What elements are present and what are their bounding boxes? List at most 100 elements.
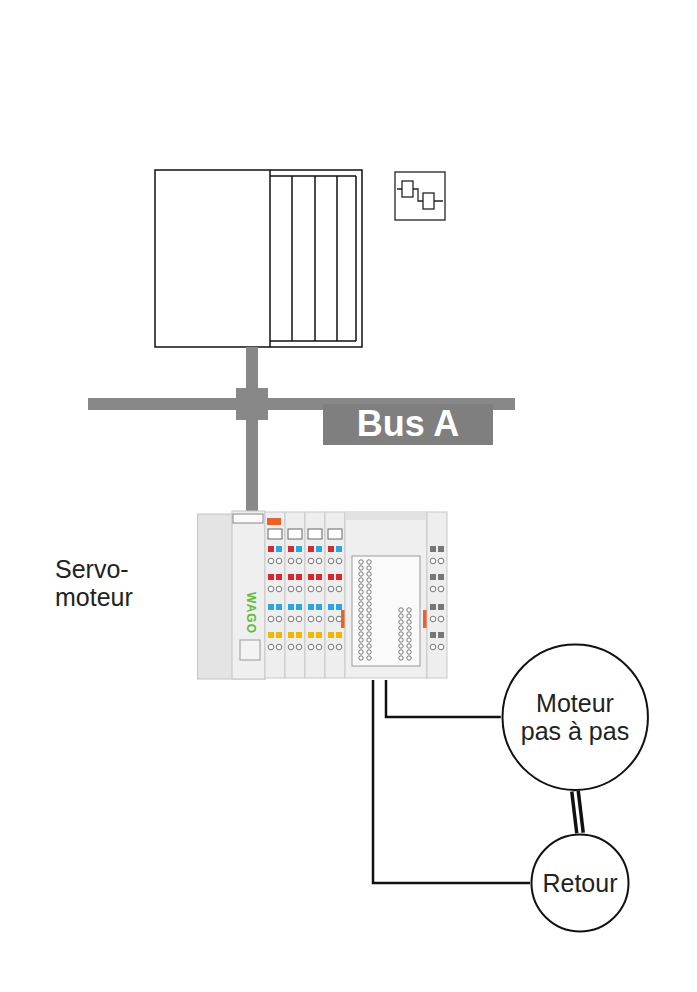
led-dot bbox=[359, 650, 363, 654]
io-slice bbox=[305, 512, 325, 678]
terminal-hole bbox=[438, 558, 444, 564]
icon-block bbox=[423, 193, 434, 209]
terminal-hole bbox=[288, 586, 294, 592]
terminal-hole bbox=[336, 586, 342, 592]
led-dot bbox=[359, 560, 363, 564]
motor-circle: Moteur pas à pas bbox=[501, 643, 649, 791]
led-dot bbox=[367, 650, 371, 654]
icon-block bbox=[402, 181, 413, 197]
stepper-module-panel bbox=[352, 556, 420, 666]
led-dot bbox=[367, 638, 371, 642]
terminal-hole bbox=[308, 586, 314, 592]
led-dot bbox=[407, 632, 411, 636]
led-dot bbox=[399, 614, 403, 618]
wire bbox=[386, 680, 501, 717]
plc-slot bbox=[314, 176, 316, 341]
terminal-lever bbox=[308, 574, 314, 580]
io-slice bbox=[325, 512, 345, 678]
led-dot bbox=[359, 644, 363, 648]
plc-rack bbox=[155, 170, 362, 347]
terminal-hole bbox=[268, 616, 274, 622]
plc-slot bbox=[269, 170, 271, 347]
slice-latch bbox=[423, 610, 427, 628]
brand-logo: WAGO bbox=[244, 592, 258, 634]
terminal-hole bbox=[268, 558, 274, 564]
terminal-hole bbox=[308, 644, 314, 650]
terminal-hole bbox=[336, 558, 342, 564]
side-label: Servo- moteur bbox=[55, 555, 151, 611]
led-dot bbox=[367, 656, 371, 660]
led-dot bbox=[399, 638, 403, 642]
terminal-hole bbox=[308, 616, 314, 622]
terminal-lever bbox=[288, 632, 294, 638]
terminal-hole bbox=[336, 644, 342, 650]
circle-border bbox=[532, 835, 629, 932]
icon-frame bbox=[395, 172, 445, 220]
slice-latch bbox=[341, 610, 345, 628]
terminal-lever bbox=[328, 574, 334, 580]
terminal-hole bbox=[430, 586, 436, 592]
slice-marker bbox=[308, 529, 322, 539]
terminal-lever bbox=[268, 546, 274, 552]
led-dot bbox=[367, 596, 371, 600]
terminal-lever bbox=[268, 574, 274, 580]
led-dot bbox=[399, 656, 403, 660]
io-slice bbox=[285, 512, 305, 678]
terminal-hole bbox=[276, 558, 282, 564]
led-dot bbox=[359, 578, 363, 582]
led-dot bbox=[367, 602, 371, 606]
terminal-hole bbox=[308, 558, 314, 564]
led-dot bbox=[367, 626, 371, 630]
node-text: Bus A bbox=[357, 404, 460, 444]
terminal-lever bbox=[288, 604, 294, 610]
led-dot bbox=[367, 608, 371, 612]
led-dot bbox=[399, 608, 403, 612]
led-dot bbox=[407, 614, 411, 618]
terminal-lever bbox=[336, 546, 342, 552]
led-dot bbox=[359, 620, 363, 624]
terminal-hole bbox=[328, 644, 334, 650]
terminal-hole bbox=[276, 616, 282, 622]
led-dot bbox=[359, 590, 363, 594]
terminal-hole bbox=[438, 644, 444, 650]
led-dot bbox=[359, 632, 363, 636]
terminal-hole bbox=[328, 558, 334, 564]
led-dot bbox=[399, 626, 403, 630]
led-dot bbox=[367, 566, 371, 570]
status-led bbox=[267, 518, 275, 525]
terminal-lever bbox=[296, 546, 302, 552]
led-dot bbox=[359, 584, 363, 588]
terminal-lever bbox=[288, 546, 294, 552]
led-dot bbox=[359, 656, 363, 660]
terminal-hole bbox=[296, 586, 302, 592]
led-dot bbox=[359, 566, 363, 570]
end-module bbox=[427, 512, 447, 678]
stepper-module bbox=[345, 512, 427, 678]
end-terminal bbox=[438, 632, 444, 638]
plc-slot bbox=[270, 340, 356, 342]
circle-border bbox=[502, 644, 647, 789]
terminal-hole bbox=[430, 558, 436, 564]
function-block-icon bbox=[395, 172, 445, 220]
terminal-lever bbox=[296, 632, 302, 638]
terminal-lever bbox=[276, 632, 282, 638]
terminal-hole bbox=[288, 644, 294, 650]
terminal-hole bbox=[268, 586, 274, 592]
led-dot bbox=[407, 650, 411, 654]
node-text: Moteur pas à pas bbox=[515, 689, 635, 745]
node-text: Retour bbox=[542, 869, 617, 897]
terminal-lever bbox=[268, 604, 274, 610]
plc-housing bbox=[155, 170, 362, 347]
stepper-module-top bbox=[345, 512, 427, 520]
terminal-hole bbox=[316, 586, 322, 592]
led-dot bbox=[359, 626, 363, 630]
led-dot bbox=[399, 620, 403, 624]
led-dot bbox=[367, 590, 371, 594]
end-terminal bbox=[430, 632, 436, 638]
io-module-drawing bbox=[197, 510, 447, 680]
terminal-hole bbox=[438, 616, 444, 622]
led-dot bbox=[407, 644, 411, 648]
end-terminal bbox=[430, 574, 436, 580]
